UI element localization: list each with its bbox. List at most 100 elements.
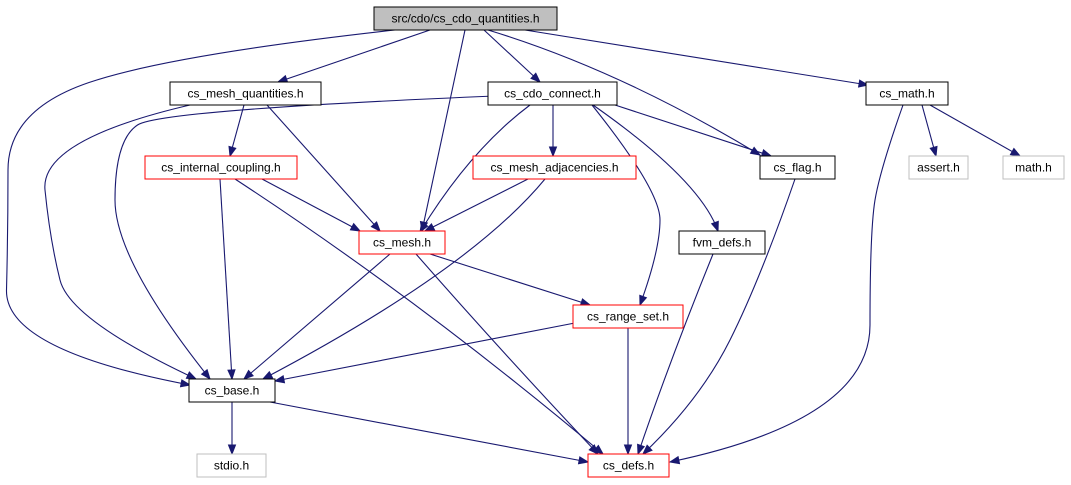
edge-root-to-mesh_quantities bbox=[276, 29, 431, 83]
node-label: cs_defs.h bbox=[603, 459, 654, 473]
edge-line bbox=[114, 95, 496, 380]
node-box bbox=[472, 155, 637, 180]
edge-cdo_connect-to-fvm_defs bbox=[592, 104, 719, 233]
edge-range_set-to-defs bbox=[623, 328, 633, 456]
node-label: cs_mesh_adjacencies.h bbox=[490, 161, 618, 175]
node-flag[interactable]: cs_flag.h bbox=[759, 155, 836, 180]
node-label: cs_base.h bbox=[205, 384, 260, 398]
edge-internal_coupling-to-base bbox=[219, 178, 236, 381]
arrow-head-icon bbox=[710, 220, 719, 233]
arrow-head-icon bbox=[623, 444, 633, 456]
node-box bbox=[188, 378, 276, 403]
edge-line bbox=[234, 178, 604, 455]
arrow-head-icon bbox=[242, 369, 254, 380]
edge-line bbox=[219, 178, 233, 380]
edge-line bbox=[929, 104, 1021, 157]
nodes-layer: src/cdo/cs_cdo_quantities.h cs_mesh_quant… bbox=[144, 6, 1065, 478]
node-label: cs_flag.h bbox=[773, 161, 821, 175]
node-stdio: stdio.h bbox=[196, 453, 267, 478]
node-fvm-defs[interactable]: fvm_defs.h bbox=[678, 230, 766, 255]
edge-math-to-defs bbox=[668, 104, 904, 465]
arrow-head-icon bbox=[185, 371, 198, 380]
edge-line bbox=[642, 178, 796, 455]
arrow-head-icon bbox=[261, 370, 274, 380]
node-box bbox=[678, 230, 766, 255]
node-box bbox=[865, 81, 949, 106]
edge-cdo_connect-to-mesh_adjacencies bbox=[548, 105, 558, 158]
edge-cdo_connect-to-base bbox=[114, 95, 496, 381]
node-label: assert.h bbox=[917, 161, 960, 175]
edge-line bbox=[415, 253, 599, 455]
edge-line bbox=[524, 29, 869, 86]
edge-line bbox=[44, 104, 197, 380]
edge-line bbox=[5, 29, 396, 386]
node-mesh-quantities[interactable]: cs_mesh_quantities.h bbox=[169, 81, 322, 106]
node-range-set[interactable]: cs_range_set.h bbox=[572, 304, 684, 329]
arrow-head-icon bbox=[668, 455, 681, 465]
node-label: cs_cdo_connect.h bbox=[504, 87, 601, 101]
node-cdo-connect[interactable]: cs_cdo_connect.h bbox=[487, 81, 618, 106]
edge-math-to-assert bbox=[921, 104, 938, 158]
node-box bbox=[1002, 155, 1065, 180]
edge-cdo_connect-to-flag bbox=[614, 104, 773, 158]
arrow-head-icon bbox=[929, 145, 938, 158]
node-box bbox=[196, 453, 267, 478]
edge-mesh_adjacencies-to-mesh bbox=[423, 178, 529, 232]
edge-base-to-stdio bbox=[227, 402, 237, 456]
arrow-head-icon bbox=[200, 368, 211, 381]
edge-line bbox=[269, 401, 589, 463]
node-box bbox=[169, 81, 322, 106]
edge-line bbox=[429, 253, 591, 306]
edge-line bbox=[277, 29, 431, 83]
node-base[interactable]: cs_base.h bbox=[188, 378, 276, 403]
node-mesh[interactable]: cs_mesh.h bbox=[358, 230, 446, 255]
edge-line bbox=[261, 178, 361, 232]
edge-line bbox=[487, 29, 761, 156]
arrow-head-icon bbox=[227, 444, 237, 456]
arrow-head-icon bbox=[548, 146, 558, 158]
node-box bbox=[373, 6, 558, 31]
node-box bbox=[759, 155, 836, 180]
edge-root-to-cdo_connect bbox=[483, 29, 542, 83]
edge-mesh-to-range_set bbox=[429, 253, 592, 307]
edge-line bbox=[243, 253, 391, 380]
arrow-head-icon bbox=[641, 444, 653, 455]
node-mesh-adjacencies[interactable]: cs_mesh_adjacencies.h bbox=[472, 155, 637, 180]
edge-line bbox=[637, 253, 714, 455]
edge-mesh-to-defs bbox=[415, 253, 599, 456]
edge-mesh_quantities-to-mesh bbox=[266, 104, 381, 233]
node-box bbox=[587, 453, 670, 478]
edge-line bbox=[262, 178, 546, 380]
edge-line bbox=[424, 178, 529, 232]
edge-mesh_quantities-to-internal_coupling bbox=[228, 104, 245, 158]
node-label: cs_math.h bbox=[879, 87, 934, 101]
node-label: src/cdo/cs_cdo_quantities.h bbox=[391, 12, 539, 26]
arrow-head-icon bbox=[419, 221, 429, 234]
node-box bbox=[487, 81, 618, 106]
node-internal-coupling[interactable]: cs_internal_coupling.h bbox=[144, 155, 298, 180]
edge-internal_coupling-to-defs bbox=[234, 178, 605, 455]
edge-root-to-math bbox=[524, 29, 870, 88]
node-box bbox=[572, 304, 684, 329]
edge-line bbox=[483, 29, 541, 83]
node-label: math.h bbox=[1015, 161, 1052, 175]
edge-line bbox=[591, 104, 661, 306]
node-defs[interactable]: cs_defs.h bbox=[587, 453, 670, 478]
arrow-head-icon bbox=[370, 221, 381, 233]
edge-line bbox=[614, 104, 772, 157]
arrow-head-icon bbox=[577, 456, 590, 465]
edge-base-to-defs bbox=[269, 401, 590, 465]
edge-mesh_quantities-to-base bbox=[44, 104, 198, 380]
node-math[interactable]: cs_math.h bbox=[865, 81, 949, 106]
arrow-head-icon bbox=[637, 443, 646, 456]
edge-root-to-mesh bbox=[419, 29, 466, 233]
edge-line bbox=[669, 104, 904, 463]
node-root[interactable]: src/cdo/cs_cdo_quantities.h bbox=[373, 6, 558, 31]
arrow-head-icon bbox=[530, 72, 542, 83]
edge-fvm_defs-to-defs bbox=[637, 253, 714, 456]
edge-math-to-math_sys bbox=[929, 104, 1022, 157]
arrow-head-icon bbox=[349, 222, 362, 232]
node-label: cs_internal_coupling.h bbox=[161, 161, 280, 175]
edge-mesh_adjacencies-to-base bbox=[261, 178, 546, 380]
